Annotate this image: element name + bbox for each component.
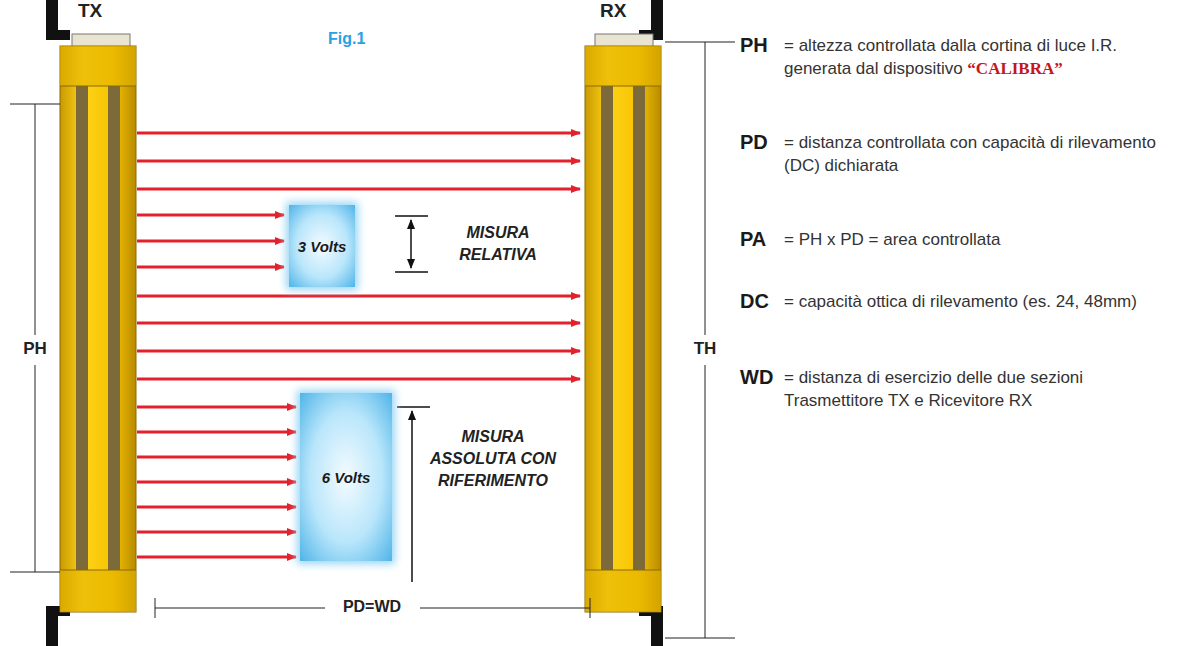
voltage-label: 6 Volts — [322, 469, 371, 486]
ir-beam-arrow — [137, 431, 296, 434]
absolute-measure-arrow — [397, 407, 430, 582]
measured-object-box: 3 Volts — [289, 205, 355, 287]
device-name: “CALIBRA” — [967, 59, 1062, 78]
definition-text: = distanza controllata con capacità di r… — [784, 133, 1156, 175]
definition-key: PD — [740, 131, 768, 154]
ir-beam-arrow — [137, 406, 296, 409]
definition-text: = distanza di esercizio delle due sezion… — [784, 368, 1083, 410]
definition-text: = capacità ottica di rilevamento (es. 24… — [784, 292, 1137, 311]
ph-dimension — [10, 104, 60, 572]
ir-beam-arrow — [137, 322, 580, 325]
ir-beam-arrow — [137, 378, 580, 381]
figure-number: Fig.1 — [328, 30, 365, 48]
pd-wd-dimension — [155, 598, 590, 618]
definition-row: PD = distanza controllata con capacità di… — [740, 131, 1185, 177]
ir-beam-arrow — [137, 188, 580, 191]
dimension-label: TH — [694, 339, 717, 359]
definition-text: = PH x PD = area controllata — [784, 230, 1000, 249]
definition-row: PH = altezza controllata dalla cortina di… — [740, 34, 1185, 80]
definition-row: DC = capacità ottica di rilevamento (es. … — [740, 290, 1185, 313]
tx-label: TX — [78, 0, 102, 22]
ir-beam-arrow — [137, 556, 296, 559]
ir-beam-arrow — [137, 456, 296, 459]
ir-beam-arrow — [137, 481, 296, 484]
definition-text: = altezza controllata dalla cortina di l… — [784, 36, 1117, 78]
definition-body: = PH x PD = area controllata — [784, 228, 1185, 251]
definition-row: WD = distanza di esercizio delle due sezi… — [740, 366, 1185, 412]
measure-note: MISURA RELATIVA — [438, 222, 558, 266]
ir-beam-arrow — [137, 350, 580, 353]
ir-beam-arrow — [137, 214, 284, 217]
dimension-label: PH — [23, 339, 47, 359]
definition-key: DC — [740, 290, 769, 313]
ir-beam-arrow — [137, 160, 580, 163]
definition-body: = distanza di esercizio delle due sezion… — [784, 366, 1185, 412]
relative-measure-arrow — [395, 216, 428, 272]
ir-beam-arrow — [137, 266, 284, 269]
definition-row: PA = PH x PD = area controllata — [740, 228, 1185, 251]
rx-label: RX — [600, 0, 626, 22]
definition-body: = capacità ottica di rilevamento (es. 24… — [784, 290, 1185, 313]
th-dimension — [665, 42, 735, 638]
measure-note: MISURA ASSOLUTA CON RIFERIMENTO — [428, 426, 558, 492]
receiver-column — [585, 0, 663, 646]
ir-beam-arrow — [137, 240, 284, 243]
ir-beam-arrow — [137, 295, 580, 298]
ir-beam-arrow — [137, 531, 296, 534]
definition-body: = distanza controllata con capacità di r… — [784, 131, 1185, 177]
voltage-label: 3 Volts — [298, 238, 347, 255]
ir-beam-arrow — [137, 132, 580, 135]
definition-body: = altezza controllata dalla cortina di l… — [784, 34, 1185, 80]
definition-key: WD — [740, 366, 773, 389]
transmitter-column — [46, 0, 136, 646]
dimension-label: PD=WD — [343, 598, 401, 616]
ir-beam-arrow — [137, 506, 296, 509]
definition-key: PA — [740, 228, 766, 251]
measured-object-box: 6 Volts — [300, 393, 392, 561]
definition-key: PH — [740, 34, 768, 57]
